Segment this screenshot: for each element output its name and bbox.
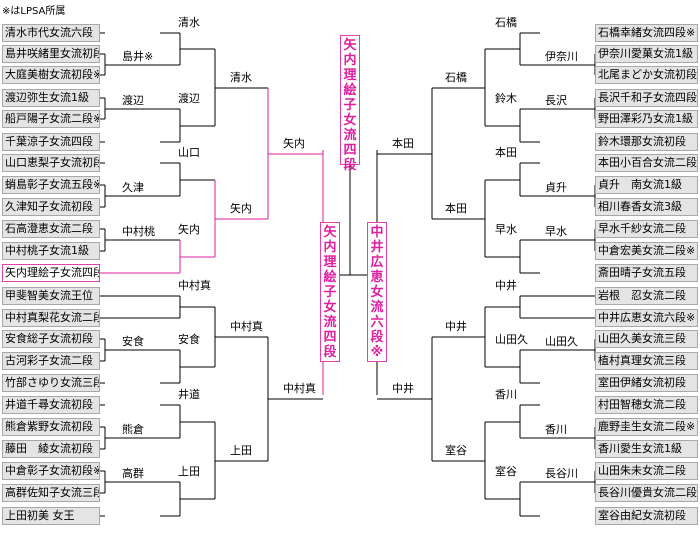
right-r2-winner: 早水 xyxy=(495,223,517,236)
left-player-box: 藤田 綾女流初段 xyxy=(2,440,100,458)
right-r2-winner: 室谷 xyxy=(495,465,517,478)
right-r3-winner: 石橋 xyxy=(445,71,467,84)
left-player-box: 大庭美樹女流初段※ xyxy=(2,66,100,84)
right-player-box: 山田久美女流三段 xyxy=(595,330,698,348)
left-r2-winner: 上田 xyxy=(178,465,200,478)
left-player-box: 矢内理絵子女流四段 xyxy=(2,264,100,282)
right-player-box: 長沢千和子女流四段 xyxy=(595,89,698,107)
lpsa-note: ※はLPSA所属 xyxy=(2,6,66,17)
right-r1-winner: 香川 xyxy=(545,423,567,436)
left-player-box: 高群佐知子女流三段 xyxy=(2,484,100,502)
right-r2-winner: 香川 xyxy=(495,388,517,401)
right-r3-winner: 室谷 xyxy=(445,444,467,457)
left-player-box: 山口恵梨子女流初段 xyxy=(2,154,100,172)
right-player-box: 鈴木環那女流初段 xyxy=(595,133,698,151)
right-player-box: 相川春香女流3級 xyxy=(595,198,698,216)
left-r2-winner: 安食 xyxy=(178,333,200,346)
left-player-box: 甲斐智美女流王位 xyxy=(2,287,100,305)
right-finalist: 中井広恵女流六段※ xyxy=(367,222,387,362)
left-player-box: 久津知子女流初段 xyxy=(2,198,100,216)
left-player-box: 蛸島彰子女流五段※ xyxy=(2,176,100,194)
left-player-box: 船戸陽子女流二段※ xyxy=(2,110,100,128)
right-r4-winner: 中井 xyxy=(392,382,414,395)
right-r2-winner: 鈴木 xyxy=(495,92,517,105)
right-player-box: 石橋幸緒女流四段※ xyxy=(595,24,698,42)
right-player-box: 鹿野圭生女流二段※ xyxy=(595,418,698,436)
right-player-box: 山田朱未女流二段 xyxy=(595,462,698,480)
left-r1-winner: 中村桃 xyxy=(122,225,155,238)
champion: 矢内理絵子女流四段 xyxy=(340,35,360,173)
left-player-box: 中村真梨花女流二段 xyxy=(2,309,100,327)
left-r2-winner: 中村真 xyxy=(178,279,211,292)
left-player-box: 熊倉紫野女流初段 xyxy=(2,418,100,436)
left-player-box: 中村桃子女流1級 xyxy=(2,242,100,260)
left-player-box: 渡辺弥生女流1級 xyxy=(2,89,100,107)
left-r1-winner: 島井※ xyxy=(122,50,154,63)
right-player-box: 伊奈川愛菓女流1級 xyxy=(595,45,698,63)
right-player-box: 早水千紗女流二段 xyxy=(595,220,698,238)
left-r1-winner: 安食 xyxy=(122,335,144,348)
left-r3-winner: 清水 xyxy=(230,71,252,84)
right-player-box: 野田澤彩乃女流1級 xyxy=(595,110,698,128)
left-r1-winner: 渡辺 xyxy=(122,94,144,107)
right-player-box: 長谷川優貴女流二段 xyxy=(595,484,698,502)
left-player-box: 千葉涼子女流四段 xyxy=(2,133,100,151)
right-player-box: 斎田晴子女流五段 xyxy=(595,264,698,282)
right-player-box: 中倉宏美女流二段※ xyxy=(595,242,698,260)
left-r3-winner: 矢内 xyxy=(230,202,252,215)
right-r2-winner: 山田久 xyxy=(495,333,528,346)
right-player-box: 中井広恵女流六段※ xyxy=(595,309,698,327)
left-player-box: 島井咲緒里女流初段※ xyxy=(2,45,100,63)
left-r2-winner: 清水 xyxy=(178,16,200,29)
right-player-box: 香川愛生女流1級 xyxy=(595,440,698,458)
left-r2-winner: 矢内 xyxy=(178,223,200,236)
right-r1-winner: 貞升 xyxy=(545,181,567,194)
left-player-box: 安食総子女流初段 xyxy=(2,330,100,348)
right-r1-winner: 山田久 xyxy=(545,335,578,348)
right-r1-winner: 早水 xyxy=(545,225,567,238)
left-r3-winner: 上田 xyxy=(230,444,252,457)
right-r2-winner: 中井 xyxy=(495,279,517,292)
right-r4-winner: 本田 xyxy=(392,137,414,150)
left-r1-winner: 熊倉 xyxy=(122,423,144,436)
right-r1-winner: 伊奈川 xyxy=(545,50,578,63)
right-player-box: 北尾まどか女流初段 xyxy=(595,66,698,84)
right-r3-winner: 中井 xyxy=(445,320,467,333)
left-r2-winner: 渡辺 xyxy=(178,92,200,105)
right-r2-winner: 石橋 xyxy=(495,16,517,29)
right-r1-winner: 長沢 xyxy=(545,94,567,107)
left-r4-winner: 中村真 xyxy=(283,382,316,395)
right-r3-winner: 本田 xyxy=(445,202,467,215)
left-player-box: 竹部さゆり女流三段 xyxy=(2,374,100,392)
right-r2-winner: 本田 xyxy=(495,146,517,159)
right-player-box: 植村真理女流三段 xyxy=(595,352,698,370)
left-r1-winner: 高群 xyxy=(122,467,144,480)
left-r3-winner: 中村真 xyxy=(230,320,263,333)
left-player-box: 古河彩子女流二段 xyxy=(2,352,100,370)
left-player-box: 井道千尋女流初段 xyxy=(2,396,100,414)
left-r2-winner: 山口 xyxy=(178,146,200,159)
right-player-box: 村田智穂女流二段 xyxy=(595,396,698,414)
left-r1-winner: 久津 xyxy=(122,181,144,194)
left-player-box: 上田初美 女王 xyxy=(2,507,100,525)
left-player-box: 石高澄恵女流二段 xyxy=(2,220,100,238)
right-player-box: 貞升 南女流1級 xyxy=(595,176,698,194)
left-r2-winner: 井道 xyxy=(178,388,200,401)
right-player-box: 岩根 忍女流二段 xyxy=(595,287,698,305)
right-player-box: 本田小百合女流二段 xyxy=(595,154,698,172)
right-r1-winner: 長谷川 xyxy=(545,467,578,480)
left-player-box: 中倉彰子女流初段※ xyxy=(2,462,100,480)
right-player-box: 室谷由紀女流初段 xyxy=(595,507,698,525)
left-player-box: 清水市代女流六段 xyxy=(2,24,100,42)
left-r4-winner: 矢内 xyxy=(283,137,305,150)
left-finalist: 矢内理絵子女流四段 xyxy=(320,222,340,362)
right-player-box: 室田伊緒女流初段 xyxy=(595,374,698,392)
